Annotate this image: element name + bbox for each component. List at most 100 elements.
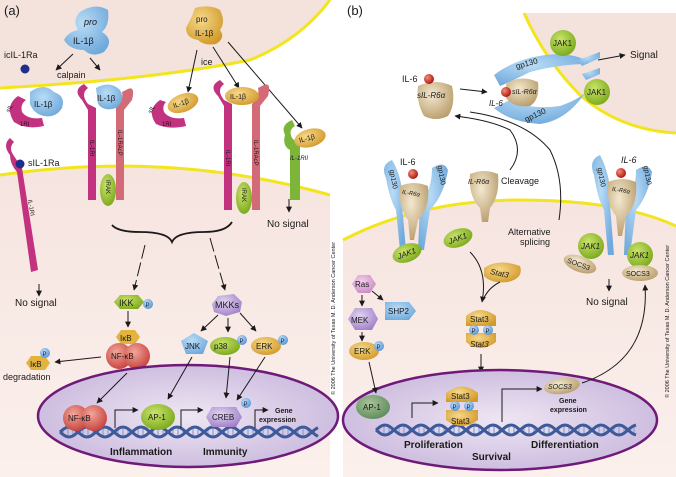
trans-signaling-complex: gp130 sIL-R6α IL-6 gp130	[489, 52, 600, 124]
svg-text:Stat3: Stat3	[489, 267, 510, 280]
svg-text:IL-6: IL-6	[621, 155, 637, 165]
svg-text:sIL-R6α: sIL-R6α	[417, 91, 446, 100]
gene-label-b: Gene	[559, 398, 577, 405]
membrane-il-r6a: IL-R6α	[468, 171, 499, 222]
svg-text:IL-1RI: IL-1RI	[88, 140, 94, 157]
il6-sil-r6a-soluble: IL-6 sIL-R6α	[402, 74, 454, 119]
svg-text:P: P	[146, 303, 150, 309]
arrow-brace-ikk	[132, 244, 146, 291]
svg-text:IL-1RAcP: IL-1RAcP	[252, 140, 258, 166]
nucleus-b	[341, 368, 659, 472]
ras-node: Ras	[352, 275, 376, 293]
splicing-label: splicing	[520, 237, 550, 247]
svg-text:Stat3: Stat3	[451, 417, 470, 426]
svg-text:IL-1β: IL-1β	[34, 100, 53, 109]
svg-text:sIL-R6α: sIL-R6α	[512, 89, 538, 96]
svg-text:IL-1β: IL-1β	[298, 134, 315, 145]
svg-text:ERK: ERK	[354, 347, 371, 356]
erk-node-a: ERK P	[251, 335, 288, 355]
pro-il1b-blue: pro IL-1β	[64, 6, 110, 55]
arrow-nfkb-degradation	[54, 356, 102, 365]
svg-text:AP-1: AP-1	[148, 413, 166, 422]
survival-label: Survival	[472, 452, 511, 463]
arrow-ap1-stat3	[411, 400, 439, 418]
ice-label: ice	[201, 57, 213, 67]
erk-node-b: ERK P	[349, 341, 384, 360]
ikb-nfkb-complex: IκB NF-κB	[106, 330, 150, 369]
svg-text:pro: pro	[196, 15, 208, 24]
ap1-nuclear-b: AP-1	[356, 395, 390, 419]
svg-text:P: P	[453, 405, 457, 411]
svg-text:IL-1RII: IL-1RII	[290, 156, 308, 162]
expression-label-b: expression	[550, 407, 587, 414]
copyright-a: © 2006 The University of Texas M. D. And…	[330, 242, 337, 395]
inflammation-label: Inflammation	[110, 447, 172, 458]
stat3-monomer: Stat3	[484, 262, 521, 283]
lower-membrane-a	[0, 164, 331, 197]
calpain-label: calpain	[57, 70, 86, 80]
svg-text:IκB: IκB	[120, 334, 132, 343]
svg-text:IL-R6α: IL-R6α	[611, 187, 630, 196]
svg-text:SHP2: SHP2	[388, 307, 409, 316]
il1ri-sil1ra-complex: sIL-1Ra IL-1RI	[6, 138, 60, 272]
svg-text:IL-1β: IL-1β	[195, 29, 214, 38]
ikb-degradation-node: IκB P	[26, 348, 50, 370]
svg-text:1RI: 1RI	[162, 122, 172, 128]
jak1-socs3-right: JAK1 SOCS3	[622, 242, 658, 281]
dna-strand	[59, 425, 319, 439]
svg-text:Stat3: Stat3	[451, 392, 470, 401]
sil1ri-gold-complex: IL-1β sIL 1RI	[148, 92, 199, 128]
svg-text:p38: p38	[214, 342, 228, 351]
mkks-node: MKKs	[212, 294, 242, 316]
panel-b: (b) IL-6 sIL-R6α gp130 sIL-R6α IL-6 gp13…	[341, 3, 676, 477]
jak1-complex1-right: JAK1	[443, 228, 473, 248]
svg-text:Ras: Ras	[355, 280, 369, 289]
svg-text:P: P	[377, 345, 381, 351]
svg-text:SOCS3: SOCS3	[548, 384, 572, 391]
svg-text:IL-R6α: IL-R6α	[401, 190, 420, 199]
jak1-complex1-left: JAK1	[392, 243, 422, 263]
arrow-mkks-jnk	[200, 314, 219, 332]
svg-text:NF-κB: NF-κB	[68, 414, 91, 423]
degradation-label: degradation	[3, 372, 51, 382]
dna-helix-b	[375, 423, 637, 437]
svg-text:IL-1RI: IL-1RI	[224, 150, 230, 167]
il1r-receptor-complex-2: IL-1β IL-1RI IL-1RAcP IRAK	[213, 80, 270, 214]
differentiation-label: Differentiation	[531, 440, 599, 451]
gene-label-a: Gene	[275, 408, 293, 415]
arrow-erk-creb	[236, 356, 266, 401]
arrow-socs3-feedback	[581, 284, 649, 384]
sil1ri-blue-complex: IL-1β sIL 1RI	[6, 87, 63, 128]
arrow-ice-1	[186, 49, 198, 93]
svg-text:P: P	[240, 339, 244, 345]
panel-a-label: (a)	[4, 3, 20, 18]
arrow-signal	[597, 53, 626, 61]
svg-text:P: P	[281, 339, 285, 345]
svg-text:gp130: gp130	[596, 167, 606, 187]
svg-text:SOCS3: SOCS3	[626, 271, 650, 278]
svg-text:IL-6: IL-6	[400, 157, 416, 167]
svg-text:P: P	[244, 402, 248, 408]
svg-text:P: P	[472, 329, 476, 335]
copyright-b: © 2006 The University of Texas M. D. And…	[664, 245, 671, 398]
svg-text:1RI: 1RI	[20, 122, 30, 128]
upper-right-membrane-b	[522, 12, 676, 135]
receptor-brace	[111, 221, 233, 245]
jnk-node: JNK	[181, 333, 208, 354]
svg-text:AP-1: AP-1	[363, 403, 381, 412]
nfkb-nuclear: NF-κB	[63, 405, 107, 431]
svg-text:gp130: gp130	[436, 165, 446, 185]
svg-text:IL-1RAcP: IL-1RAcP	[116, 130, 122, 156]
arrow-calpain-right	[89, 57, 101, 71]
ikk-node: IKK P	[114, 295, 153, 309]
svg-text:IL-R6α: IL-R6α	[468, 179, 490, 186]
signal-label: Signal	[630, 50, 658, 61]
svg-text:JAK1: JAK1	[580, 242, 600, 251]
arrow-brace-mkks	[209, 237, 227, 291]
svg-text:P: P	[467, 405, 471, 411]
arrow-ras-shp2	[371, 290, 384, 301]
il6-receptor-complex-2: IL-6 IL-R6α gp130 gp130	[592, 155, 652, 255]
svg-text:IRAK: IRAK	[240, 188, 246, 202]
svg-text:MKKs: MKKs	[215, 300, 240, 310]
